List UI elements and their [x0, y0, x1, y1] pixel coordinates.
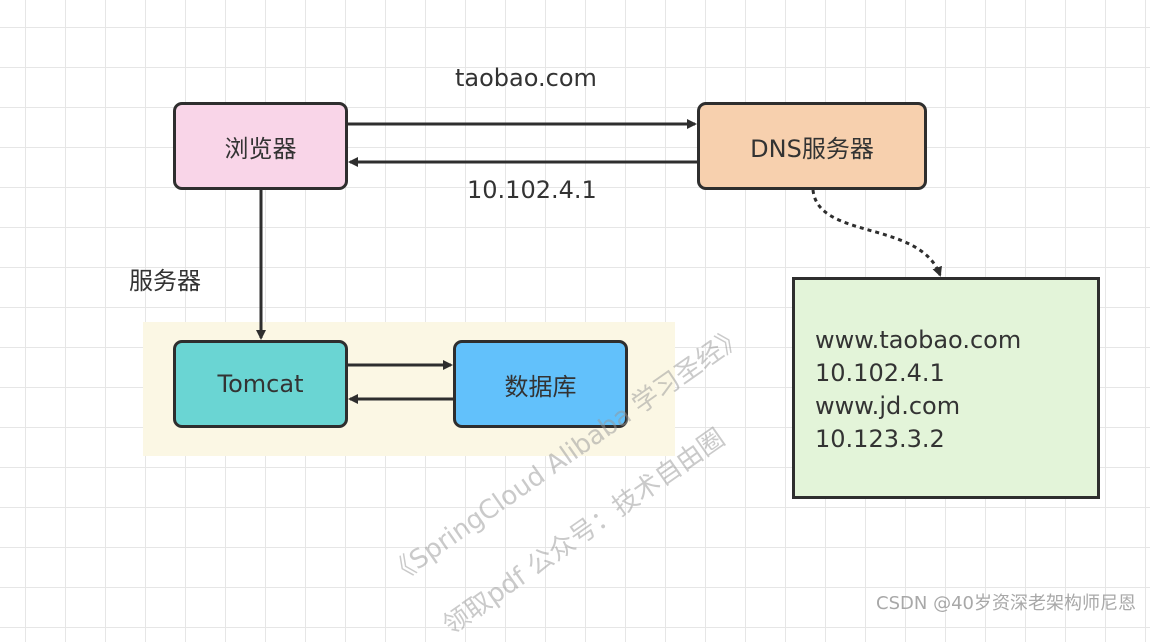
browser-node: 浏览器: [173, 102, 348, 190]
database-node: 数据库: [453, 340, 628, 428]
response-ip-label: 10.102.4.1: [467, 176, 597, 204]
browser-node-label: 浏览器: [224, 134, 297, 163]
dns-records-box: www.taobao.com 10.102.4.1 www.jd.com 10.…: [792, 277, 1100, 499]
connector-layer: [256, 119, 942, 404]
arrow-dns-to-records: [811, 189, 942, 277]
tomcat-node: Tomcat: [173, 340, 348, 428]
dns-record-line: www.taobao.com: [815, 326, 1022, 354]
server-label: 服务器: [129, 267, 201, 295]
dns-record-line: 10.123.3.2: [815, 425, 945, 453]
tomcat-node-label: Tomcat: [217, 370, 304, 398]
diagram-canvas: 浏览器 DNS服务器 Tomcat 数据库 taobao.com 10.102.…: [129, 64, 1136, 641]
database-node-label: 数据库: [504, 372, 577, 401]
dns-server-node-label: DNS服务器: [750, 134, 874, 163]
dns-record-line: 10.102.4.1: [815, 359, 945, 387]
dns-record-line: www.jd.com: [815, 392, 961, 420]
dns-server-node: DNS服务器: [697, 102, 927, 190]
request-domain-label: taobao.com: [455, 64, 597, 92]
source-credit: CSDN @40岁资深老架构师尼恩: [876, 593, 1136, 614]
